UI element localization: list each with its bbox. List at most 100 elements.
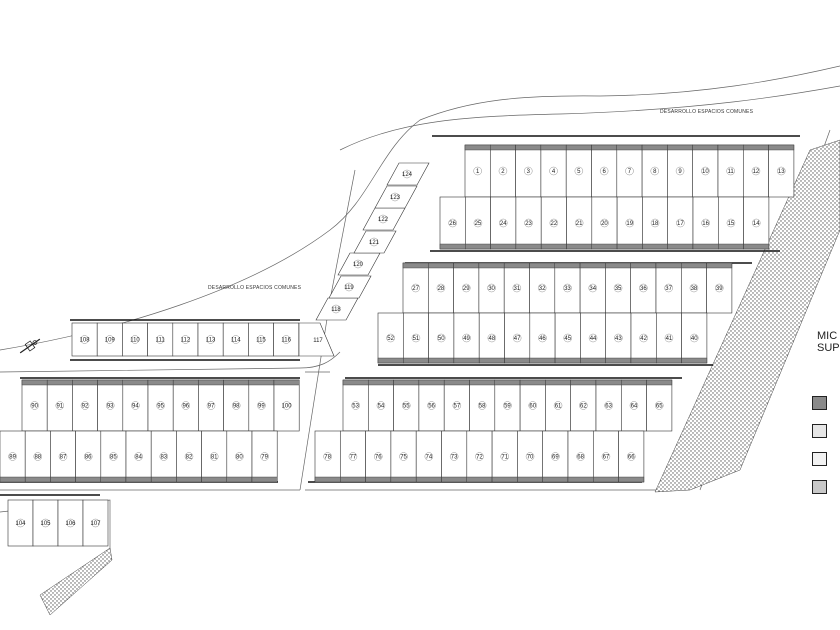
lot-25[interactable]: 25	[464, 196, 491, 250]
lot-8[interactable]: 8	[641, 144, 668, 198]
lot-47[interactable]: 47	[504, 312, 531, 364]
lot-6[interactable]: 6	[591, 144, 618, 198]
lot-69[interactable]: 69	[542, 430, 569, 483]
lot-75[interactable]: 75	[390, 430, 417, 483]
lot-53[interactable]: 53	[342, 379, 369, 432]
lot-46[interactable]: 46	[529, 312, 556, 364]
lot-79[interactable]: 79	[251, 430, 278, 483]
lot-115[interactable]: 115	[248, 322, 274, 357]
lot-43[interactable]: 43	[605, 312, 632, 364]
lot-112[interactable]: 112	[172, 322, 199, 357]
lot-80[interactable]: 80	[226, 430, 253, 483]
lot-67[interactable]: 67	[592, 430, 619, 483]
lot-87[interactable]: 87	[50, 430, 76, 483]
lot-17[interactable]: 17	[667, 196, 694, 250]
lot-55[interactable]: 55	[393, 379, 420, 432]
lot-32[interactable]: 32	[529, 262, 556, 314]
lot-88[interactable]: 88	[24, 430, 51, 483]
lot-7[interactable]: 7	[616, 144, 643, 198]
lot-110[interactable]: 110	[122, 322, 148, 357]
lot-116[interactable]: 116	[273, 322, 300, 357]
lot-119[interactable]: 119	[328, 275, 372, 299]
lot-37[interactable]: 37	[655, 262, 682, 314]
lot-122[interactable]: 122	[362, 207, 406, 231]
lot-97[interactable]: 97	[198, 379, 224, 432]
lot-94[interactable]: 94	[122, 379, 149, 432]
lot-39[interactable]: 39	[706, 262, 733, 314]
lot-92[interactable]: 92	[72, 379, 98, 432]
lot-10[interactable]: 10	[692, 144, 719, 198]
lot-123[interactable]: 123	[374, 185, 418, 209]
lot-77[interactable]: 77	[339, 430, 366, 483]
lot-14[interactable]: 14	[743, 196, 770, 250]
lot-3[interactable]: 3	[515, 144, 542, 198]
lot-61[interactable]: 61	[545, 379, 572, 432]
lot-12[interactable]: 12	[742, 144, 769, 198]
lot-98[interactable]: 98	[223, 379, 250, 432]
lot-38[interactable]: 38	[680, 262, 707, 314]
lot-5[interactable]: 5	[565, 144, 592, 198]
lot-106[interactable]: 106	[57, 499, 84, 547]
lot-1[interactable]: 1	[464, 144, 491, 198]
lot-28[interactable]: 28	[427, 262, 454, 314]
lot-15[interactable]: 15	[717, 196, 744, 250]
lot-16[interactable]: 16	[692, 196, 719, 250]
lot-78[interactable]: 78	[314, 430, 341, 483]
lot-26[interactable]: 26	[439, 196, 466, 250]
lot-31[interactable]: 31	[503, 262, 530, 314]
lot-41[interactable]: 41	[655, 312, 682, 364]
lot-105[interactable]: 105	[32, 499, 59, 547]
lot-35[interactable]: 35	[605, 262, 632, 314]
lot-86[interactable]: 86	[75, 430, 102, 483]
lot-84[interactable]: 84	[125, 430, 152, 483]
lot-24[interactable]: 24	[490, 196, 517, 250]
lot-23[interactable]: 23	[515, 196, 542, 250]
lot-83[interactable]: 83	[150, 430, 177, 483]
lot-2[interactable]: 2	[489, 144, 516, 198]
lot-54[interactable]: 54	[367, 379, 394, 432]
lot-4[interactable]: 4	[540, 144, 567, 198]
lot-100[interactable]: 100	[273, 379, 300, 432]
lot-70[interactable]: 70	[517, 430, 544, 483]
lot-121[interactable]: 121	[353, 230, 397, 254]
lot-40[interactable]: 40	[681, 312, 708, 364]
lot-109[interactable]: 109	[96, 322, 123, 357]
lot-27[interactable]: 27	[402, 262, 429, 314]
lot-74[interactable]: 74	[415, 430, 442, 483]
lot-36[interactable]: 36	[630, 262, 657, 314]
lot-113[interactable]: 113	[197, 322, 224, 357]
lot-30[interactable]: 30	[478, 262, 505, 314]
lot-99[interactable]: 99	[248, 379, 275, 432]
lot-68[interactable]: 68	[567, 430, 594, 483]
lot-73[interactable]: 73	[441, 430, 468, 483]
lot-93[interactable]: 93	[97, 379, 124, 432]
lot-60[interactable]: 60	[519, 379, 546, 432]
lot-95[interactable]: 95	[147, 379, 174, 432]
lot-91[interactable]: 91	[46, 379, 73, 432]
lot-49[interactable]: 49	[453, 312, 480, 364]
lot-9[interactable]: 9	[667, 144, 694, 198]
lot-19[interactable]: 19	[616, 196, 643, 250]
lot-107[interactable]: 107	[82, 499, 109, 547]
lot-124[interactable]: 124	[386, 162, 430, 186]
lot-33[interactable]: 33	[554, 262, 581, 314]
lot-71[interactable]: 71	[491, 430, 518, 483]
lot-82[interactable]: 82	[176, 430, 202, 483]
lot-45[interactable]: 45	[554, 312, 581, 364]
lot-56[interactable]: 56	[418, 379, 445, 432]
lot-117[interactable]: 117	[298, 322, 335, 357]
lot-62[interactable]: 62	[570, 379, 597, 432]
lot-21[interactable]: 21	[566, 196, 593, 250]
lot-22[interactable]: 22	[540, 196, 567, 250]
lot-96[interactable]: 96	[172, 379, 199, 432]
lot-120[interactable]: 120	[337, 252, 381, 276]
lot-64[interactable]: 64	[620, 379, 647, 432]
lot-72[interactable]: 72	[466, 430, 493, 483]
lot-89[interactable]: 89	[0, 430, 26, 483]
lot-11[interactable]: 11	[717, 144, 744, 198]
lot-50[interactable]: 50	[428, 312, 455, 364]
lot-104[interactable]: 104	[7, 499, 34, 547]
lot-65[interactable]: 65	[646, 379, 673, 432]
lot-111[interactable]: 111	[147, 322, 174, 357]
lot-114[interactable]: 114	[222, 322, 249, 357]
